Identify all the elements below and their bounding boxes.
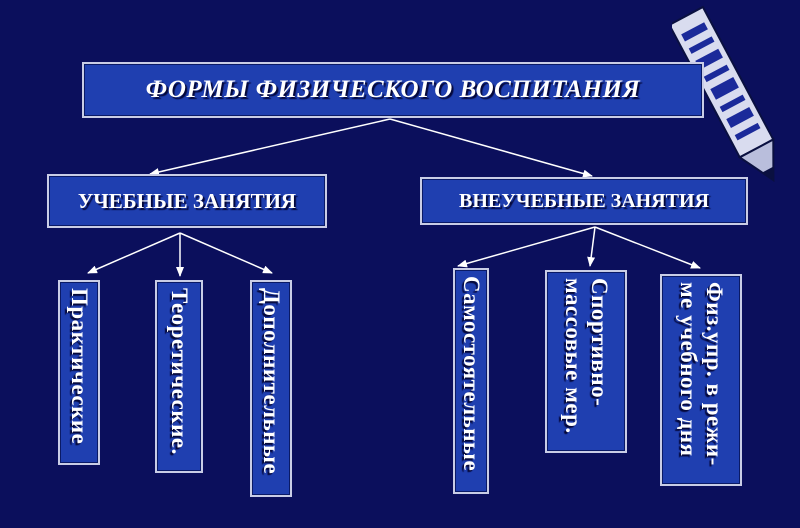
- item-label-independent: Самостоятельные: [459, 276, 484, 472]
- connector-root-to-left: [149, 118, 391, 176]
- item-label-additional: Дополнительные: [259, 288, 284, 475]
- item-label-sports-mass: Спортивно- массовые мер.: [561, 278, 612, 434]
- connector-right-to-item-6: [594, 226, 701, 269]
- category-label-extracurricular: ВНЕУЧЕБНЫЕ ЗАНЯТИЯ: [458, 189, 710, 212]
- item-label-practical: Практические: [67, 288, 92, 445]
- connector-left-to-item-1: [87, 232, 181, 274]
- item-box-additional: Дополнительные: [250, 280, 292, 497]
- root-label: ФОРМЫ ФИЗИЧЕСКОГО ВОСПИТАНИЯ: [145, 76, 641, 103]
- connector-root-to-right: [389, 118, 593, 178]
- category-box-curricular: УЧЕБНЫЕ ЗАНЯТИЯ: [47, 174, 327, 228]
- item-box-practical: Практические: [58, 280, 100, 465]
- item-label-daily-exercise: Физ.упр. в режи- ме учебного дня: [676, 282, 727, 466]
- category-label-curricular: УЧЕБНЫЕ ЗАНЯТИЯ: [77, 188, 297, 213]
- item-box-independent: Самостоятельные: [453, 268, 489, 494]
- item-box-theoretical: Теоретические.: [155, 280, 203, 473]
- pen-icon: [672, 5, 775, 183]
- root-box: ФОРМЫ ФИЗИЧЕСКОГО ВОСПИТАНИЯ: [82, 62, 704, 118]
- connector-left-to-item-3: [179, 232, 273, 274]
- item-label-theoretical: Теоретические.: [167, 288, 192, 455]
- connector-right-to-item-5: [587, 226, 596, 267]
- connector-right-to-item-4: [457, 226, 596, 268]
- item-box-daily-exercise: Физ.упр. в режи- ме учебного дня: [660, 274, 742, 486]
- category-box-extracurricular: ВНЕУЧЕБНЫЕ ЗАНЯТИЯ: [420, 177, 748, 225]
- item-box-sports-mass: Спортивно- массовые мер.: [545, 270, 627, 453]
